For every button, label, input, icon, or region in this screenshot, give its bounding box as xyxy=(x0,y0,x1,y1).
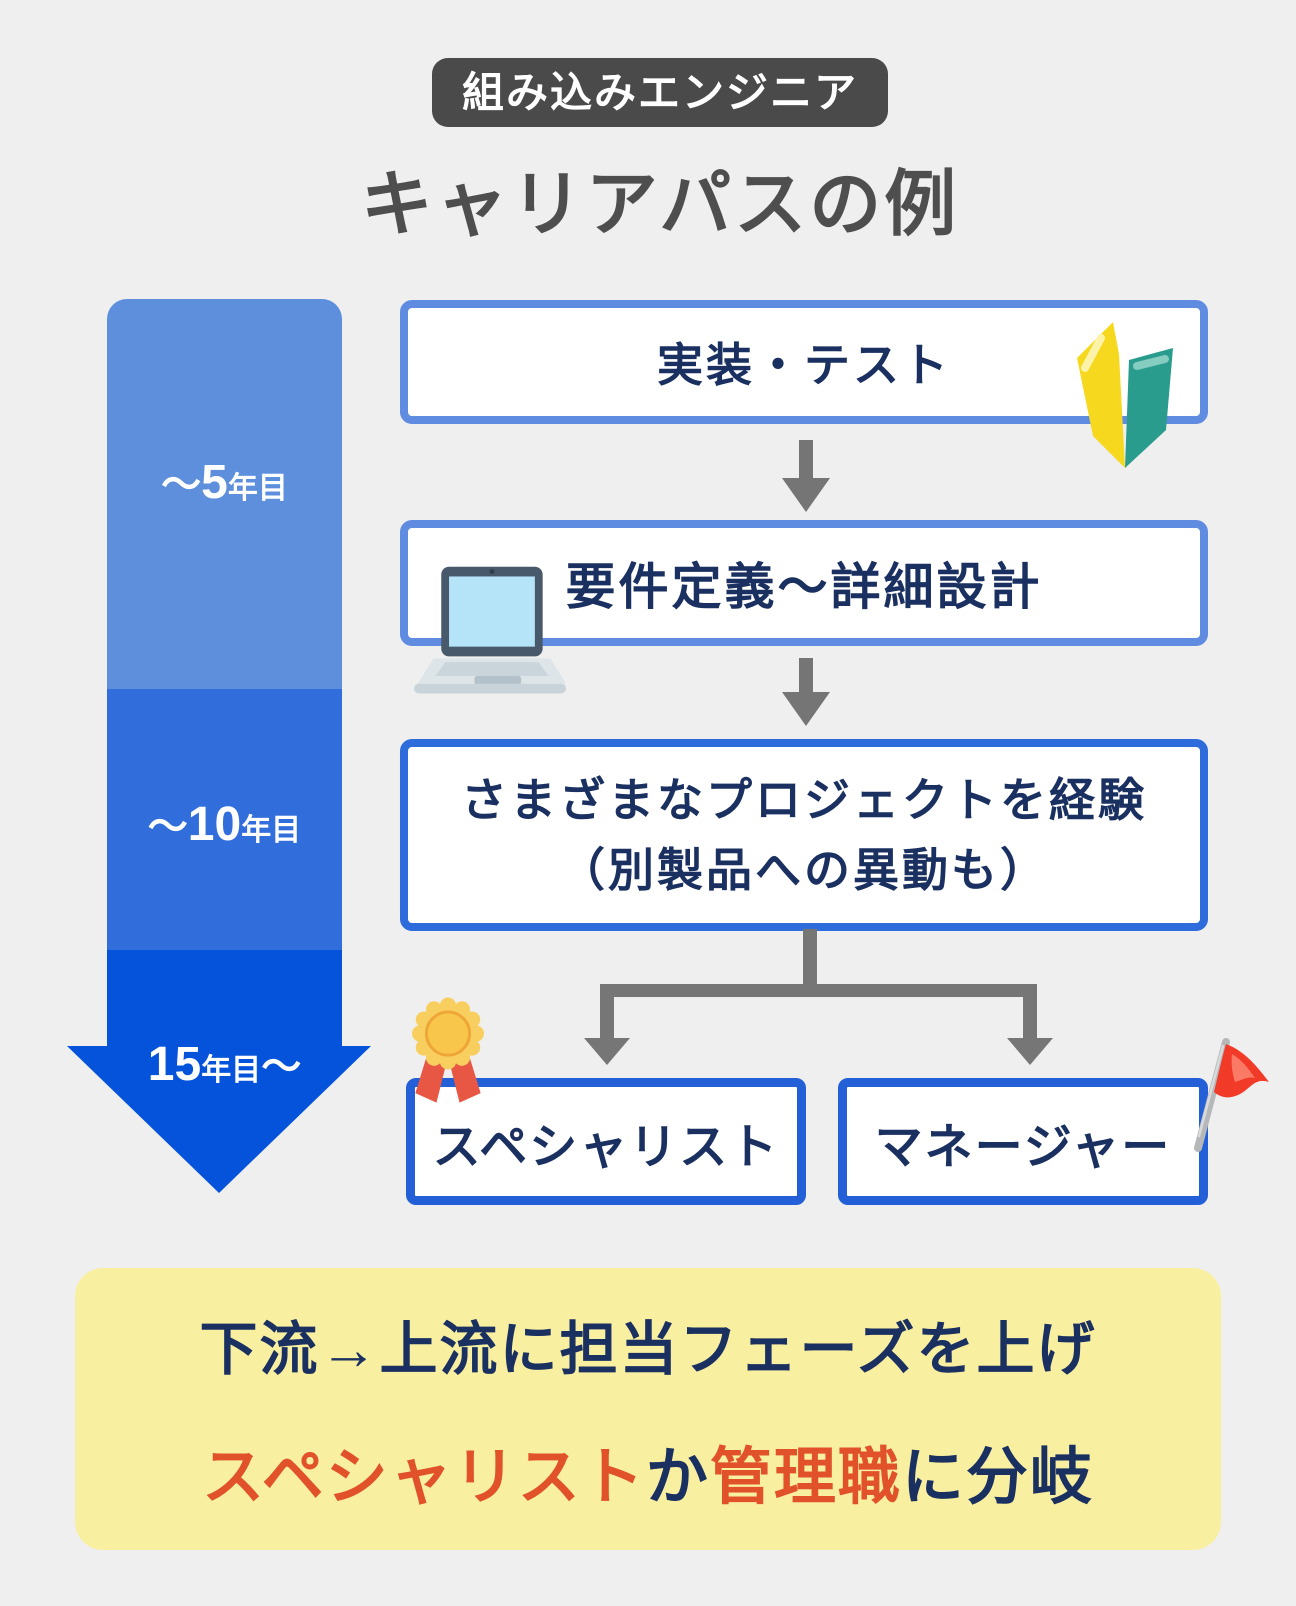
flag-icon xyxy=(1194,1038,1269,1152)
branch-arrowhead-right xyxy=(1007,1038,1053,1065)
category-badge: 組み込みエンジニア xyxy=(431,58,888,127)
summary-management-text: 管理職 xyxy=(709,1443,902,1512)
branch-label: マネージャー xyxy=(874,1120,1172,1174)
branch-box-manager: マネージャー xyxy=(838,1078,1208,1205)
summary-line1: 下流→上流に担当フェーズを上げ xyxy=(199,1317,1097,1382)
summary-specialist-text: スペシャリスト xyxy=(202,1443,646,1512)
branch-connector-left-arm xyxy=(600,984,614,1040)
flow-step-label: 要件定義〜詳細設計 xyxy=(565,559,1043,615)
down-arrow-icon xyxy=(799,658,813,694)
summary-line2: スペシャリストか管理職に分岐 xyxy=(202,1426,1094,1516)
timeline-label-year10: 〜10年目 xyxy=(147,798,302,851)
timeline-label-year5: 〜5年目 xyxy=(161,456,288,509)
down-arrow-icon xyxy=(782,692,830,726)
flow-step-implementation-test: 実装・テスト xyxy=(400,300,1208,424)
summary-box: 下流→上流に担当フェーズを上げ スペシャリストか管理職に分岐 xyxy=(75,1268,1221,1550)
timeline-segment-2 xyxy=(107,689,342,950)
summary-branch-text: に分岐 xyxy=(901,1443,1094,1512)
laptop-icon xyxy=(413,566,567,694)
branch-arrowhead-left xyxy=(584,1038,630,1065)
flow-step-label-line2: （別製品への異動も） xyxy=(559,844,1049,896)
down-arrow-icon xyxy=(782,478,830,512)
timeline-arrowhead xyxy=(67,1046,371,1193)
medal-icon xyxy=(412,997,484,1103)
branch-connector-stem xyxy=(803,929,817,991)
beginner-mark-icon xyxy=(1077,322,1173,468)
branch-label: スペシャリスト xyxy=(432,1120,780,1174)
branch-box-specialist: スペシャリスト xyxy=(406,1078,806,1205)
down-arrow-icon xyxy=(799,440,813,480)
flow-step-various-projects: さまざまなプロジェクトを経験 （別製品への異動も） xyxy=(400,739,1208,931)
timeline-segment-1 xyxy=(107,299,342,689)
summary-or-text: か xyxy=(645,1443,710,1512)
branch-connector-right-arm xyxy=(1023,984,1037,1040)
branch-connector-bar xyxy=(600,984,1037,997)
timeline-label-year15: 15年目〜 xyxy=(147,1038,302,1091)
flow-step-label: 実装・テスト xyxy=(657,339,951,391)
flow-step-label-line1: さまざまなプロジェクトを経験 xyxy=(461,774,1147,826)
header: 組み込みエンジニア キャリアパスの例 xyxy=(12,0,1296,250)
timeline-segment-3 xyxy=(107,950,342,1047)
page-title: キャリアパスの例 xyxy=(360,165,960,245)
